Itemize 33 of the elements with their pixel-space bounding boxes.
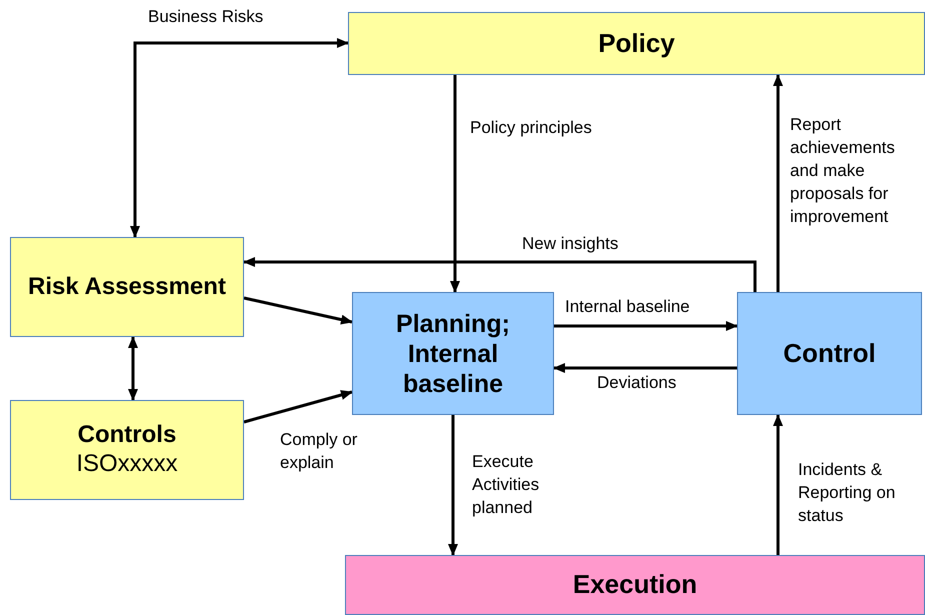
arrow [773,414,783,555]
edge-label: New insights [522,233,620,255]
node-title: Control [783,338,876,370]
arrow [243,257,756,292]
arrow [553,363,737,373]
process-box [737,292,922,415]
node-title: Planning; Internal baseline [395,308,511,398]
process-box [10,400,244,500]
edge-label: Business Risks [148,6,264,28]
edge-label: Policy principles [470,117,593,139]
edge-label: Deviations [597,372,678,394]
node-title: Risk Assessment [28,272,226,302]
arrow [450,75,460,293]
process-box [352,292,554,415]
edge-label: Report achievements and make proposals for improvement [790,114,896,228]
process-box [10,237,244,337]
edge-label: Internal baseline [565,296,691,318]
arrow [554,321,738,331]
process-box [348,12,925,75]
arrow [448,415,458,556]
process-box [345,555,925,615]
node-text: ISOxxxxx [76,450,178,479]
edge-label: Comply or explain [280,429,358,474]
arrow [128,336,138,401]
arrow [773,74,783,292]
arrow [244,390,353,424]
node-title: Controls [78,421,176,450]
arrow [130,38,349,238]
edge-label: Execute Activities planned [472,451,540,519]
arrow [244,296,353,324]
node-title: Execution [572,569,698,601]
edge-label: Incidents & Reporting on status [798,459,896,527]
node-title: Policy [598,28,675,60]
